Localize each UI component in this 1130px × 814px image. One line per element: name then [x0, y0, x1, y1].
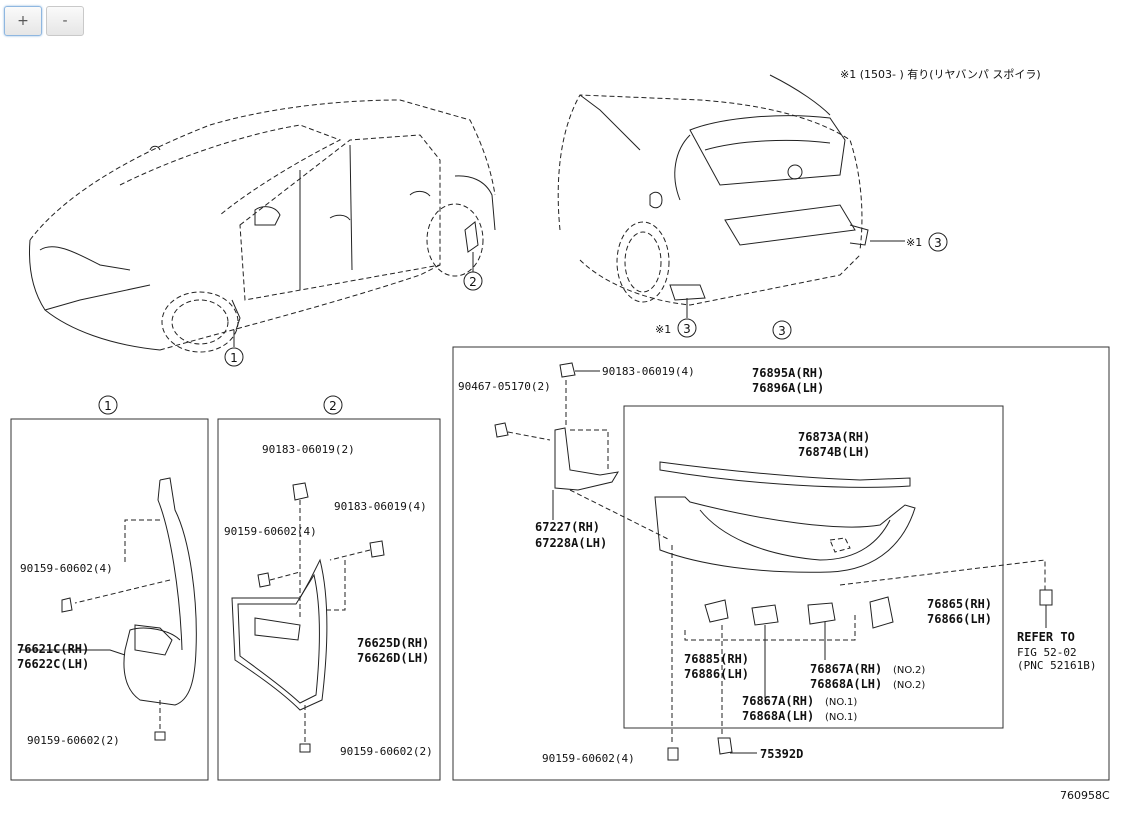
- p1-label-2: 76621C(RH): [17, 642, 89, 656]
- panel-1-title: 1: [104, 399, 112, 413]
- panel-1-box: [10, 418, 209, 781]
- p3-label-k: 75392D: [760, 747, 803, 761]
- p3-label-d1: 76873A(RH): [798, 430, 870, 444]
- p2-label-3: 90159-60602(4): [224, 525, 317, 538]
- zoom-in-button[interactable]: +: [4, 6, 42, 36]
- callout-1: [224, 347, 244, 367]
- p3-label-h1: 76867A(RH): [810, 662, 882, 676]
- callout-1-text: 1: [230, 351, 238, 365]
- p3-label-i1: 76867A(RH): [742, 694, 814, 708]
- p2-label-4: 76625D(RH): [357, 636, 429, 650]
- star-note-bottom: ※1: [655, 323, 671, 336]
- p3-label-h2: 76868A(LH): [810, 677, 882, 691]
- callout-3-right: [928, 232, 948, 252]
- panel-3-marker: [772, 320, 792, 340]
- p1-label-3: 76622C(LH): [17, 657, 89, 671]
- p3-label-e1: 67227(RH): [535, 520, 600, 534]
- p2-label-6: 90159-60602(2): [340, 745, 433, 758]
- p3-ref-2: FIG 52-02: [1017, 646, 1077, 659]
- callout-2-text: 2: [469, 275, 477, 289]
- p3-label-e2: 67228A(LH): [535, 536, 607, 550]
- p2-label-5: 76626D(LH): [357, 651, 429, 665]
- p3-label-c2: 76896A(LH): [752, 381, 824, 395]
- panel-1-marker: [98, 395, 118, 415]
- zoom-out-button[interactable]: -: [46, 6, 84, 36]
- panel-2-marker: [323, 395, 343, 415]
- p3-label-j: 90159-60602(4): [542, 752, 635, 765]
- p1-label-4: 90159-60602(2): [27, 734, 120, 747]
- p3-label-b: 90467-05170(2): [458, 380, 551, 393]
- p1-label-1: 90159-60602(4): [20, 562, 113, 575]
- p3-ref-1: REFER TO: [1017, 630, 1075, 644]
- p3-ref-3: (PNC 52161B): [1017, 659, 1096, 672]
- star-note-right: ※1: [906, 236, 922, 249]
- callout-3-right-text: 3: [934, 236, 942, 250]
- p3-label-d2: 76874B(LH): [798, 445, 870, 459]
- p3-label-h1n: (NO.2): [893, 665, 925, 676]
- p3-label-i1n: (NO.1): [825, 697, 857, 708]
- p2-label-2: 90183-06019(4): [334, 500, 427, 513]
- rear-car-illustration: [557, 74, 905, 318]
- front-mudguard-drawing: [20, 477, 197, 741]
- p3-label-f1: 76865(RH): [927, 597, 992, 611]
- p3-label-i2: 76868A(LH): [742, 709, 814, 723]
- panel-3-box: [452, 346, 1110, 781]
- callout-3-bottom: [677, 318, 697, 338]
- panel-3-inner-box: [623, 405, 1004, 729]
- zoom-controls: + -: [4, 6, 84, 36]
- rear-mudguard-drawing: [231, 482, 385, 753]
- p3-label-g1: 76885(RH): [684, 652, 749, 666]
- p3-label-a: 90183-06019(4): [602, 365, 695, 378]
- callout-3-bottom-text: 3: [683, 322, 691, 336]
- p3-label-c1: 76895A(RH): [752, 366, 824, 380]
- p3-label-h2n: (NO.2): [893, 680, 925, 691]
- p3-label-f2: 76866(LH): [927, 612, 992, 626]
- spoiler-note: ※1 (1503- ) 有り(リヤバンパ スポイラ): [840, 67, 1041, 81]
- panel-3-title: 3: [778, 324, 786, 338]
- panel-2-box: [217, 418, 441, 781]
- p2-label-1: 90183-06019(2): [262, 443, 355, 456]
- p3-label-i2n: (NO.1): [825, 712, 857, 723]
- p3-label-g2: 76886(LH): [684, 667, 749, 681]
- front-car-illustration: [29, 99, 496, 353]
- panel-2-title: 2: [329, 399, 337, 413]
- callout-2: [463, 271, 483, 291]
- rear-spoiler-drawing: [494, 362, 1053, 761]
- drawing-id: 760958C: [1060, 789, 1110, 802]
